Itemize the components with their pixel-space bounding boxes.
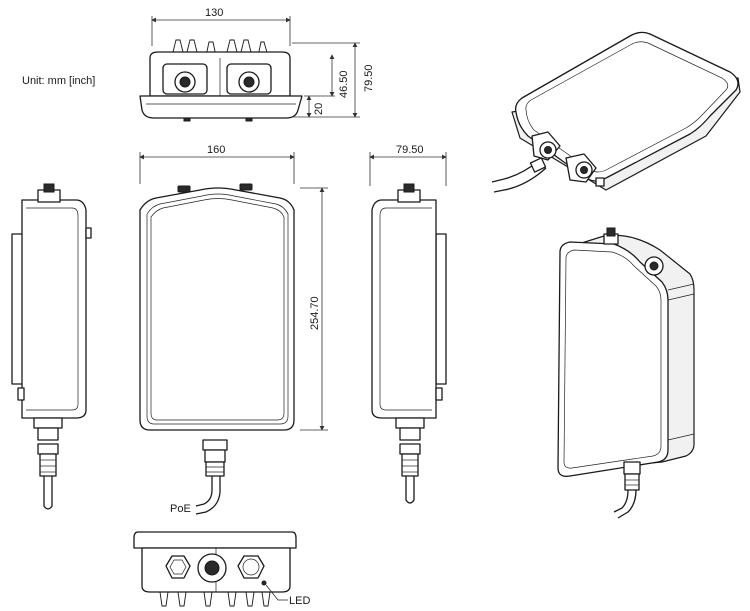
- bottom-view: LED: [133, 531, 310, 607]
- front-view: PoE 160 254.70: [139, 144, 328, 515]
- dim-front-height: 254.70: [309, 296, 321, 330]
- callout-led: LED: [289, 595, 310, 607]
- left-side-view: [11, 183, 92, 510]
- dim-front-width: 160: [207, 144, 225, 156]
- isometric-view-lying: [491, 31, 741, 193]
- callout-poe: PoE: [170, 503, 191, 515]
- dim-top-height-outer: 79.50: [363, 64, 375, 92]
- unit-label: Unit: mm [inch]: [22, 75, 95, 87]
- dim-side-depth: 79.50: [396, 144, 424, 156]
- dim-top-height-inner: 46.50: [338, 70, 350, 98]
- right-side-view: 79.50: [369, 144, 447, 504]
- isometric-view-upright: [557, 227, 695, 519]
- dim-top-width: 130: [205, 7, 223, 19]
- top-view: 130 46.50 79.50 20: [139, 7, 375, 122]
- dim-top-base: 20: [313, 103, 325, 115]
